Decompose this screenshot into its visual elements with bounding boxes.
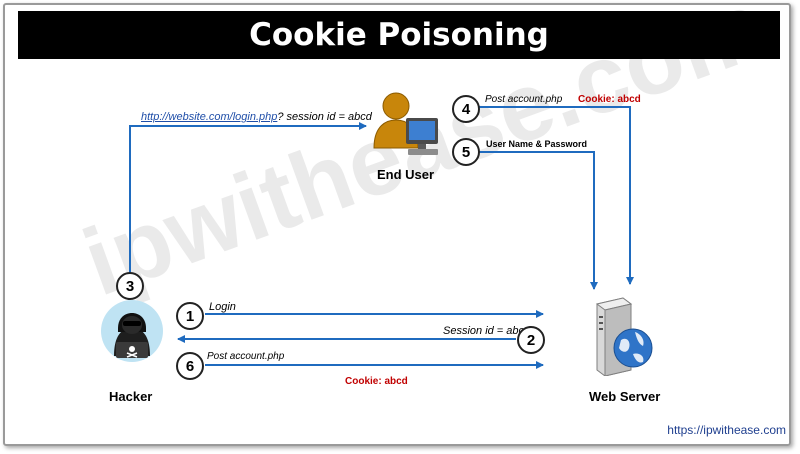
arrow-step-4 xyxy=(478,106,634,285)
cookie-bottom-label: Cookie: abcd xyxy=(345,376,408,387)
step-2-circle: 2 xyxy=(517,326,545,354)
diagram-frame xyxy=(3,3,791,446)
user-password-label: User Name & Password xyxy=(486,139,588,149)
arrow-step-5 xyxy=(478,151,598,290)
session-id-label: Session id = abcd xyxy=(443,325,531,337)
site-url-link[interactable]: https://ipwithease.com xyxy=(667,423,786,437)
login-label: Login xyxy=(209,301,236,313)
post-account-bottom-label: Post account.php xyxy=(207,351,285,362)
server-globe-icon xyxy=(595,297,653,376)
hacker-icon xyxy=(101,300,163,362)
web-server-label: Web Server xyxy=(589,389,661,404)
step-1-circle: 1 xyxy=(176,302,204,330)
session-id-suffix: ? session id = abcd xyxy=(277,111,372,123)
step-4-circle: 4 xyxy=(452,95,480,123)
hacker-label: Hacker xyxy=(109,389,153,404)
step-3-circle: 3 xyxy=(116,272,144,300)
page-title: Cookie Poisoning xyxy=(18,11,780,59)
login-url-link: http://website.com/login.php xyxy=(141,111,278,123)
step-5-circle: 5 xyxy=(452,138,480,166)
step-6-circle: 6 xyxy=(176,352,204,380)
url-label: http://website.com/login.php? session id… xyxy=(141,111,372,123)
post-account-top-label: Post account.php xyxy=(485,94,563,105)
user-computer-icon xyxy=(373,92,438,155)
end-user-label: End User xyxy=(377,167,435,182)
arrow-step-3 xyxy=(129,122,367,275)
cookie-top-label: Cookie: abcd xyxy=(578,94,641,105)
